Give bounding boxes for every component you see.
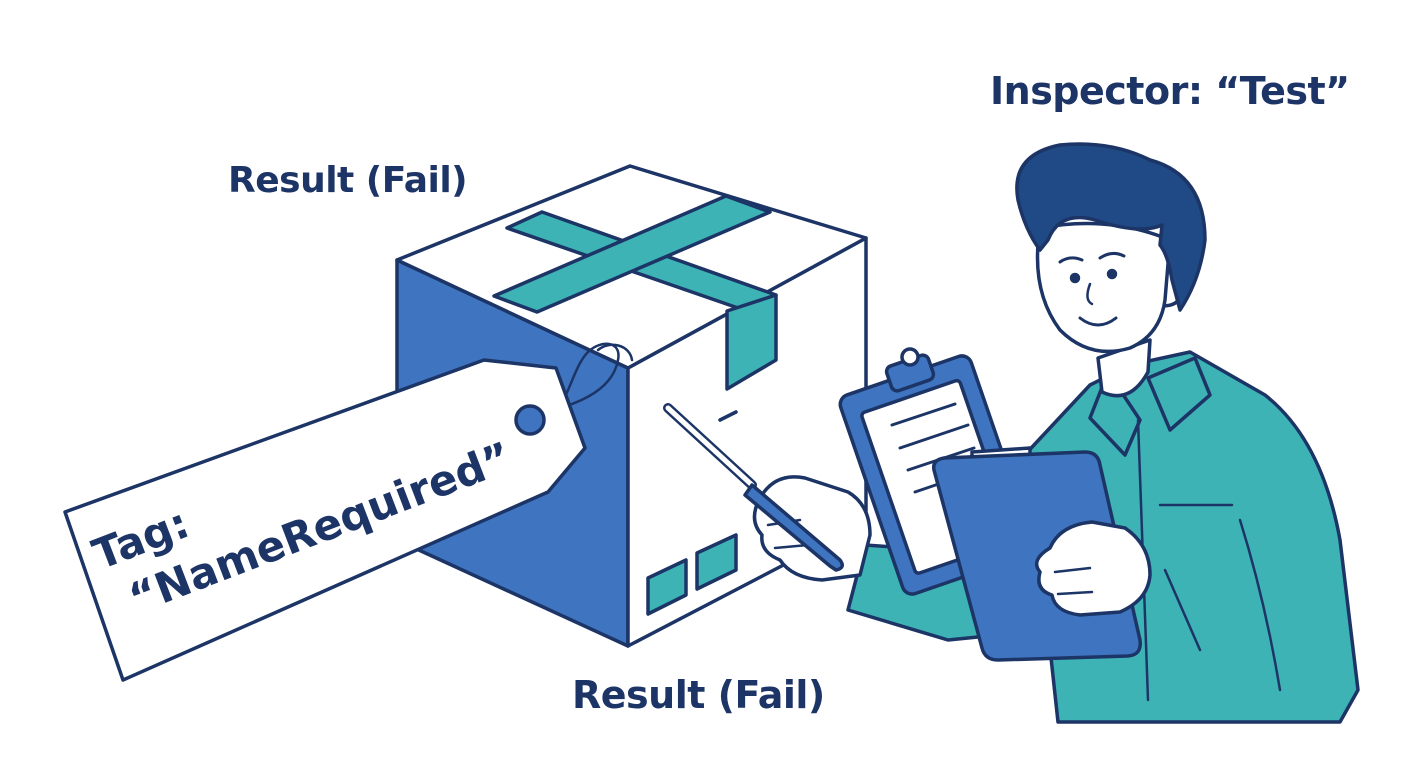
- pen-icon: [663, 403, 844, 572]
- result-label-top: Result (Fail): [228, 160, 468, 201]
- luggage-tag-icon: [63, 342, 634, 682]
- inspector-label: Inspector: “Test”: [990, 69, 1350, 113]
- inspector-hands: [752, 475, 1152, 617]
- result-label-bottom: Result (Fail): [572, 673, 825, 717]
